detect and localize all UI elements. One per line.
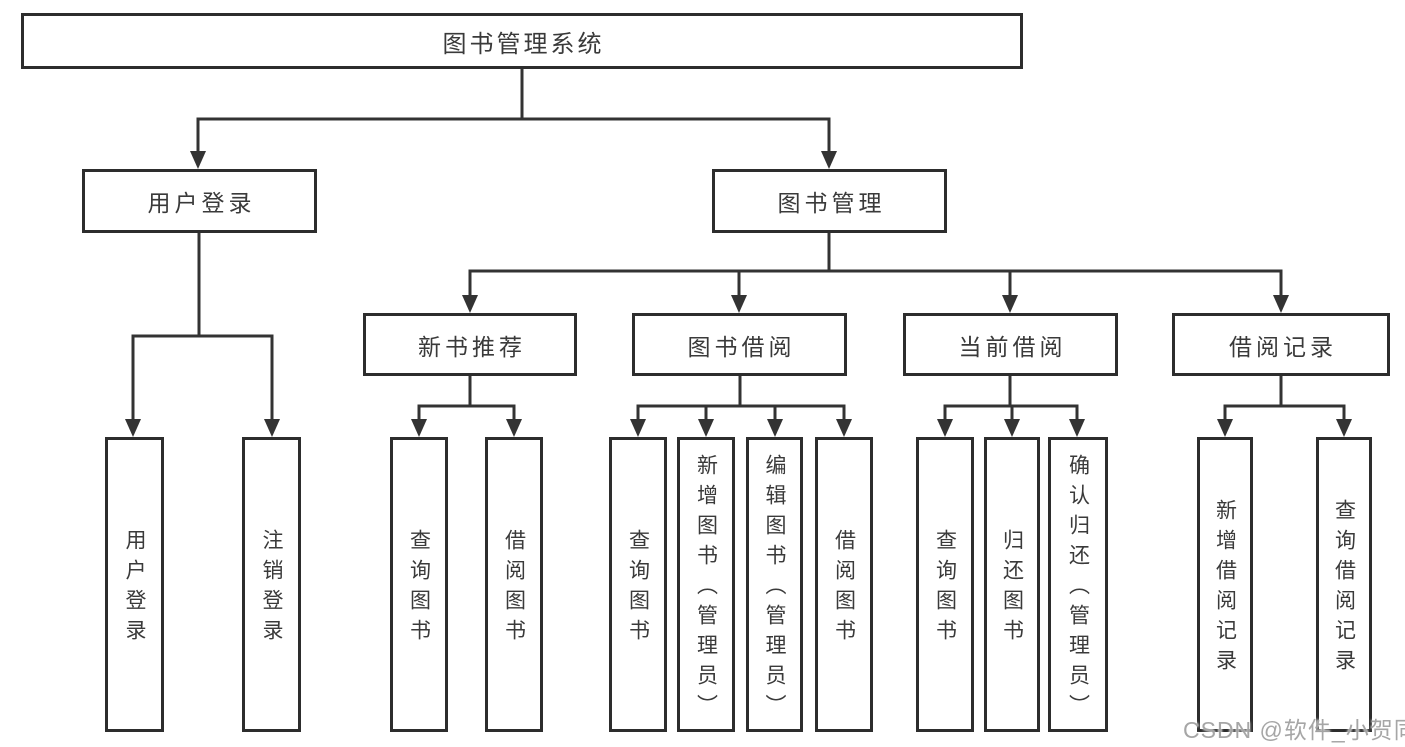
node-label: 借阅图书 — [832, 529, 856, 649]
node-label: 用户登录 — [123, 529, 146, 649]
node-label: 新增图书（管理员） — [694, 454, 718, 724]
node-label: 图书管理系统 — [442, 30, 605, 58]
leaf-confirm-return-admin: 确认归还（管理员） — [1048, 437, 1108, 732]
node-label: 确认归还（管理员） — [1066, 454, 1090, 724]
node-label: 用户登录 — [147, 190, 256, 216]
node-book-borrowing: 图书借阅 — [632, 313, 847, 376]
arrowhead-icons — [125, 151, 1352, 437]
node-label: 编辑图书（管理员） — [763, 454, 786, 724]
node-label: 图书借阅 — [687, 333, 796, 360]
csdn-watermark: CSDN @软件_小贺同学 — [1183, 717, 1405, 743]
node-label: 新书推荐 — [418, 333, 526, 360]
leaf-edit-books-admin: 编辑图书（管理员） — [746, 437, 803, 732]
node-label: 查询图书 — [626, 529, 650, 649]
node-label: 查询图书 — [933, 529, 957, 649]
leaf-add-books-admin: 新增图书（管理员） — [677, 437, 735, 732]
node-current-borrowing: 当前借阅 — [903, 313, 1118, 376]
leaf-query-books-3: 查询图书 — [916, 437, 974, 732]
node-label: 借阅图书 — [502, 529, 526, 649]
node-label: 注销登录 — [260, 529, 283, 649]
leaf-user-login: 用户登录 — [105, 437, 164, 732]
node-label: 图书管理 — [777, 190, 886, 216]
leaf-add-borrow-record: 新增借阅记录 — [1197, 437, 1253, 732]
leaf-logout: 注销登录 — [242, 437, 301, 732]
node-label: 借阅记录 — [1229, 333, 1337, 360]
node-user-login-group: 用户登录 — [82, 169, 317, 233]
leaf-borrow-books-1: 借阅图书 — [485, 437, 543, 732]
node-borrowing-records: 借阅记录 — [1172, 313, 1390, 376]
node-book-management: 图书管理 — [712, 169, 947, 233]
node-label: 归还图书 — [1000, 529, 1024, 649]
node-new-book-recommendation: 新书推荐 — [363, 313, 577, 376]
leaf-borrow-books-2: 借阅图书 — [815, 437, 873, 732]
node-label: 查询借阅记录 — [1332, 499, 1356, 679]
node-library-management-system: 图书管理系统 — [21, 13, 1023, 69]
leaf-query-books-1: 查询图书 — [390, 437, 448, 732]
leaf-query-books-2: 查询图书 — [609, 437, 667, 732]
node-label: 查询图书 — [407, 529, 431, 649]
leaf-return-books: 归还图书 — [984, 437, 1040, 732]
node-label: 当前借阅 — [958, 333, 1067, 360]
leaf-query-borrow-record: 查询借阅记录 — [1316, 437, 1372, 732]
node-label: 新增借阅记录 — [1213, 499, 1237, 679]
